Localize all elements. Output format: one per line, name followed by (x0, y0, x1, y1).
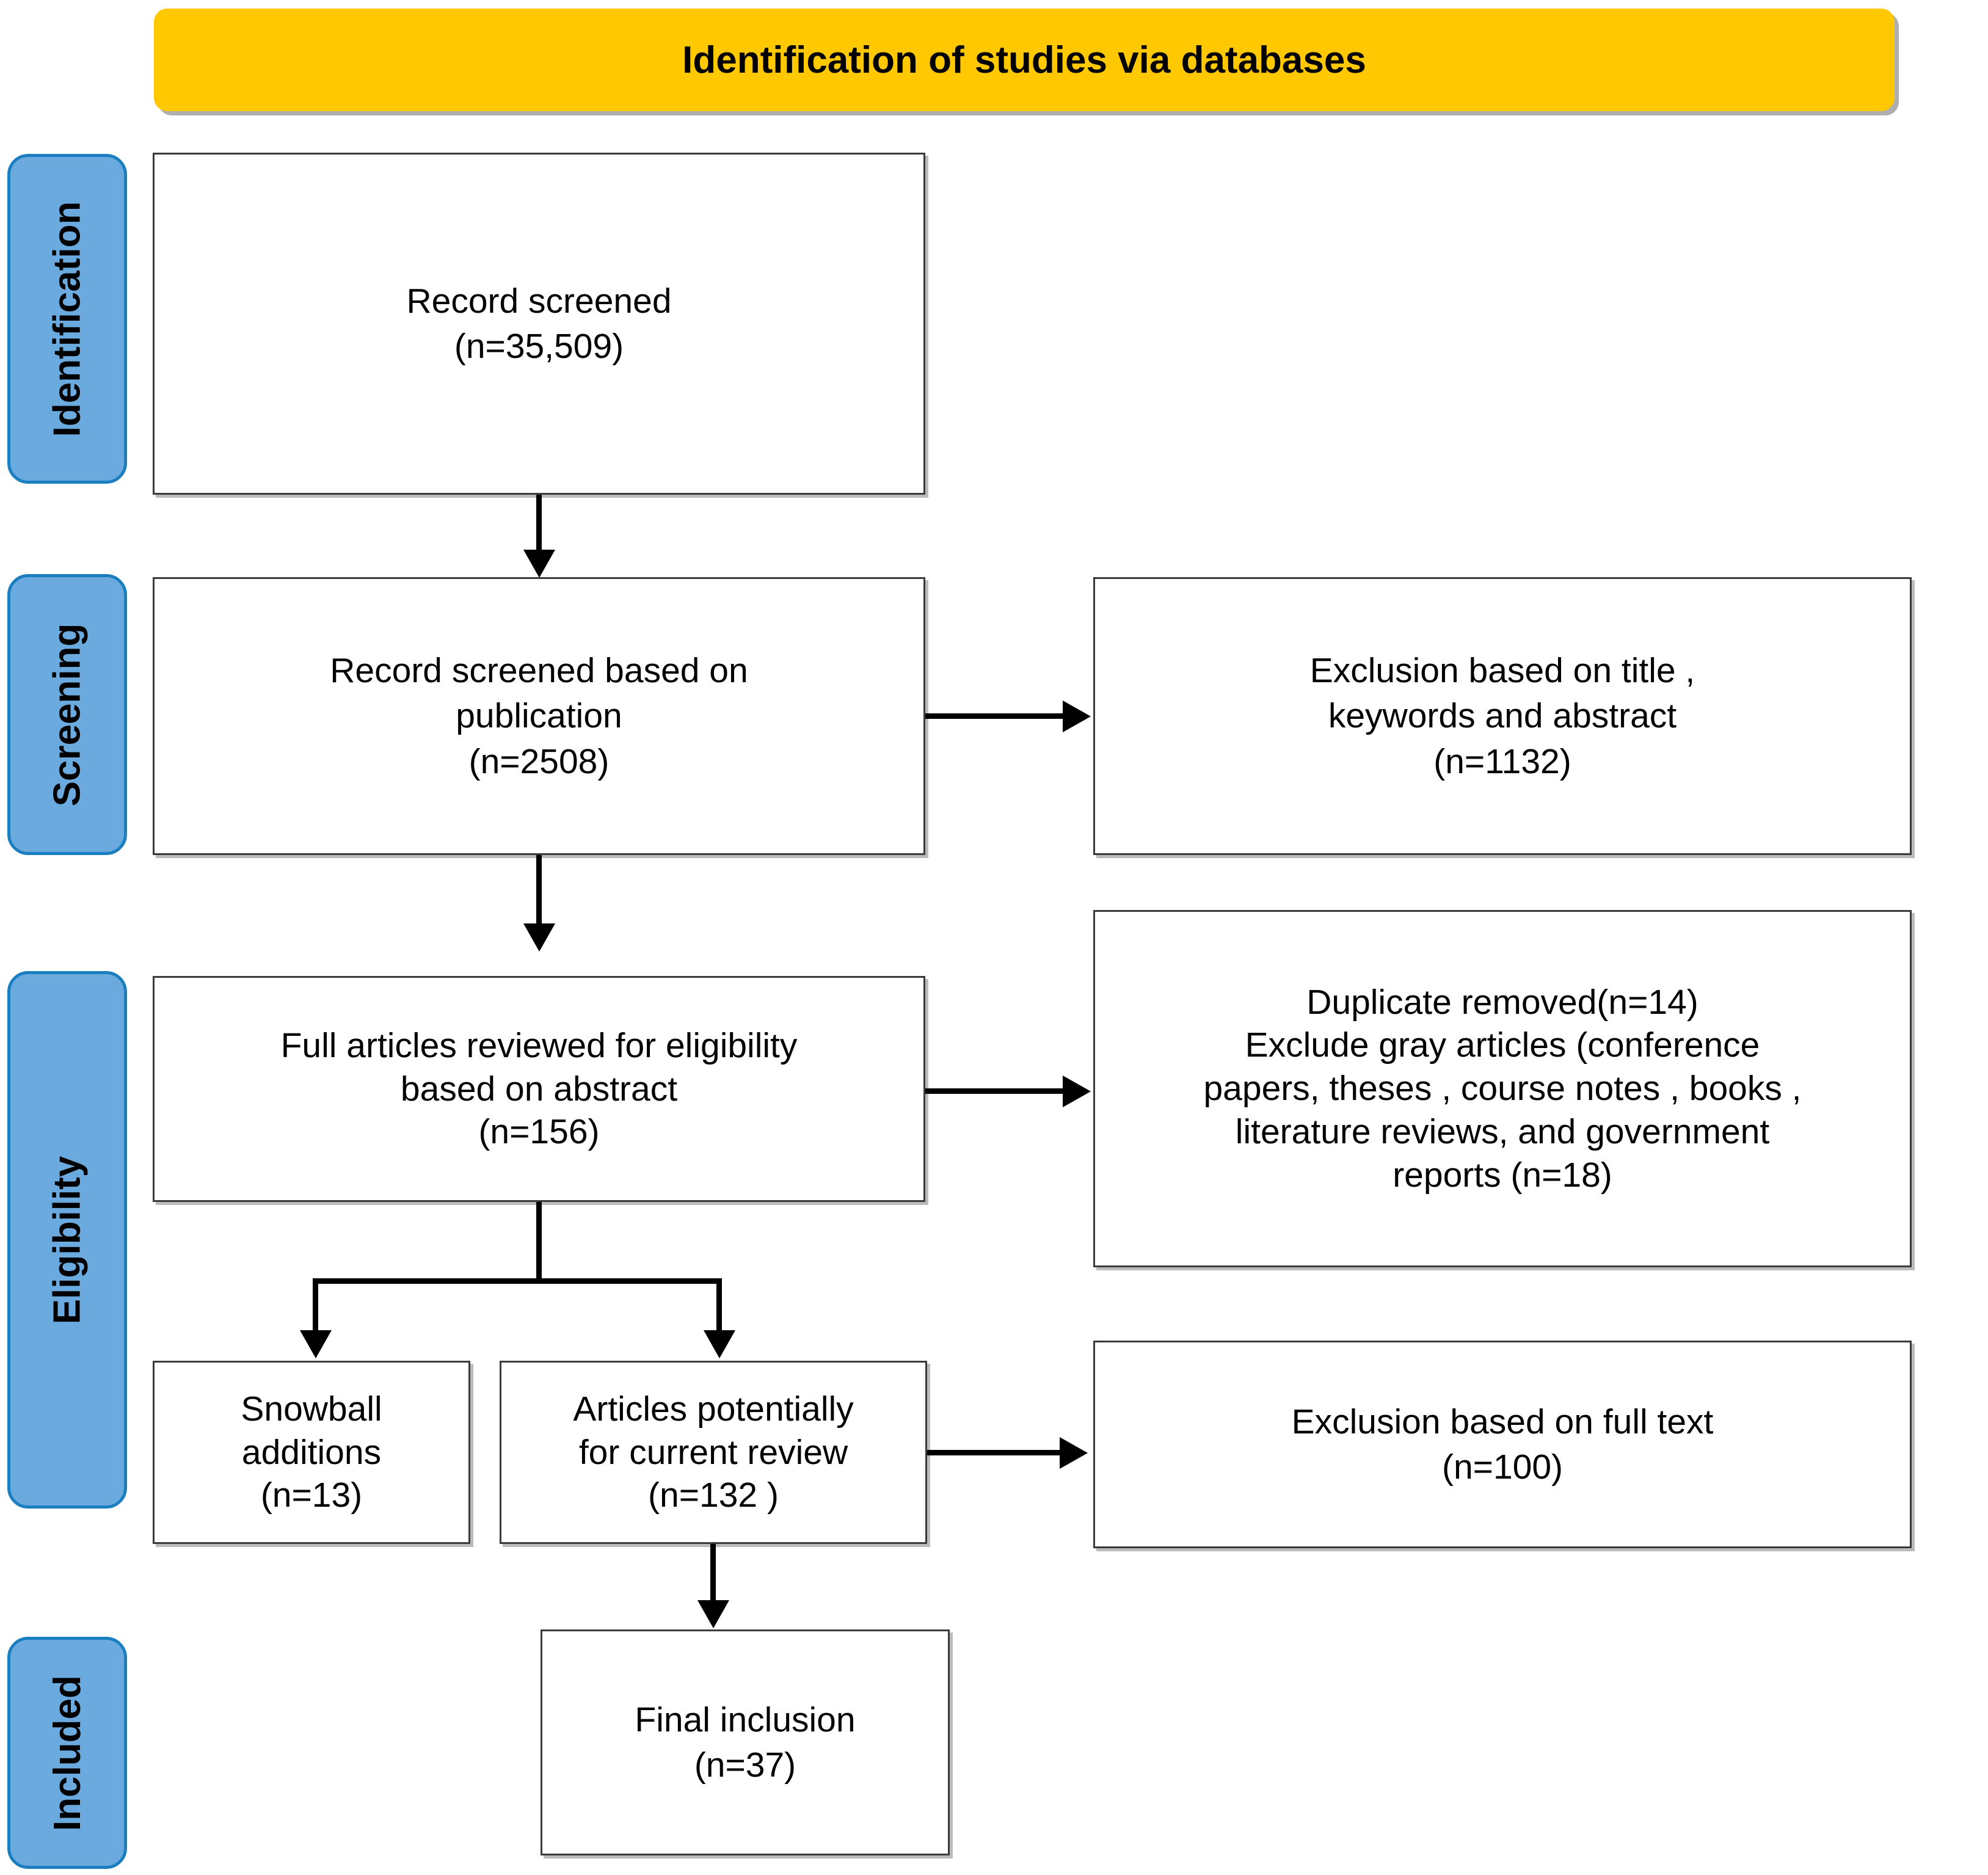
box-record-screened-publication: Record screened based on publication (n=… (153, 577, 925, 855)
box-duplicate-and-gray: Duplicate removed(n=14) Exclude gray art… (1093, 910, 1912, 1267)
box-full-articles-reviewed-text: Full articles reviewed for eligibility b… (280, 1025, 798, 1152)
stage-label-eligibility-text: Eligibility (46, 1156, 89, 1324)
connector-record-to-publication (536, 495, 542, 556)
connector-full-articles-to-duplicate-gray (925, 1088, 1066, 1094)
stage-label-included: Included (7, 1637, 127, 1869)
arrow-record-to-publication (523, 550, 555, 578)
stage-label-included-text: Included (46, 1675, 89, 1831)
connector-split-right-drop (716, 1278, 722, 1334)
connector-articles-to-final-inclusion (710, 1544, 716, 1605)
connector-publication-to-exclusion-title (925, 713, 1066, 719)
box-articles-potentially-text: Articles potentially for current review … (573, 1389, 854, 1515)
stage-label-identification: Identification (7, 154, 127, 484)
arrow-publication-to-full-articles (523, 923, 555, 952)
box-record-screened-publication-text: Record screened based on publication (n=… (330, 651, 748, 781)
diagram-title-banner: Identification of studies via databases (154, 9, 1895, 111)
arrow-split-to-articles-potentially (704, 1330, 735, 1358)
box-exclusion-full-text-text: Exclusion based on full text (n=100) (1291, 1402, 1714, 1487)
stage-label-screening: Screening (7, 574, 127, 855)
box-exclusion-title-keywords-abstract-text: Exclusion based on title , keywords and … (1309, 651, 1695, 781)
arrow-split-to-snowball (300, 1330, 332, 1358)
box-snowball-additions: Snowball additions (n=13) (153, 1361, 470, 1544)
stage-label-eligibility: Eligibility (7, 971, 127, 1509)
arrow-publication-to-exclusion-title (1063, 701, 1091, 732)
box-exclusion-full-text: Exclusion based on full text (n=100) (1093, 1341, 1912, 1548)
connector-publication-to-full-articles (536, 855, 542, 928)
box-snowball-additions-text: Snowball additions (n=13) (241, 1389, 382, 1515)
box-final-inclusion-text: Final inclusion (n=37) (635, 1700, 856, 1785)
box-record-screened: Record screened (n=35,509) (153, 153, 925, 495)
arrow-articles-to-final-inclusion (697, 1600, 729, 1628)
box-final-inclusion: Final inclusion (n=37) (541, 1629, 950, 1855)
box-full-articles-reviewed: Full articles reviewed for eligibility b… (153, 976, 925, 1202)
box-articles-potentially: Articles potentially for current review … (500, 1361, 927, 1544)
diagram-title-text: Identification of studies via databases (682, 38, 1366, 81)
box-record-screened-text: Record screened (n=35,509) (406, 281, 672, 366)
arrow-full-articles-to-duplicate-gray (1063, 1076, 1091, 1107)
box-duplicate-and-gray-text: Duplicate removed(n=14) Exclude gray art… (1203, 982, 1802, 1195)
stage-label-screening-text: Screening (46, 623, 89, 806)
box-exclusion-title-keywords-abstract: Exclusion based on title , keywords and … (1093, 577, 1912, 855)
stage-label-identification-text: Identification (46, 201, 89, 437)
connector-split-bar (313, 1278, 722, 1284)
arrow-articles-to-exclusion-full-text (1060, 1437, 1088, 1469)
connector-articles-to-exclusion-full-text (927, 1450, 1061, 1455)
connector-split-stem (536, 1202, 542, 1283)
connector-split-left-drop (313, 1278, 318, 1334)
